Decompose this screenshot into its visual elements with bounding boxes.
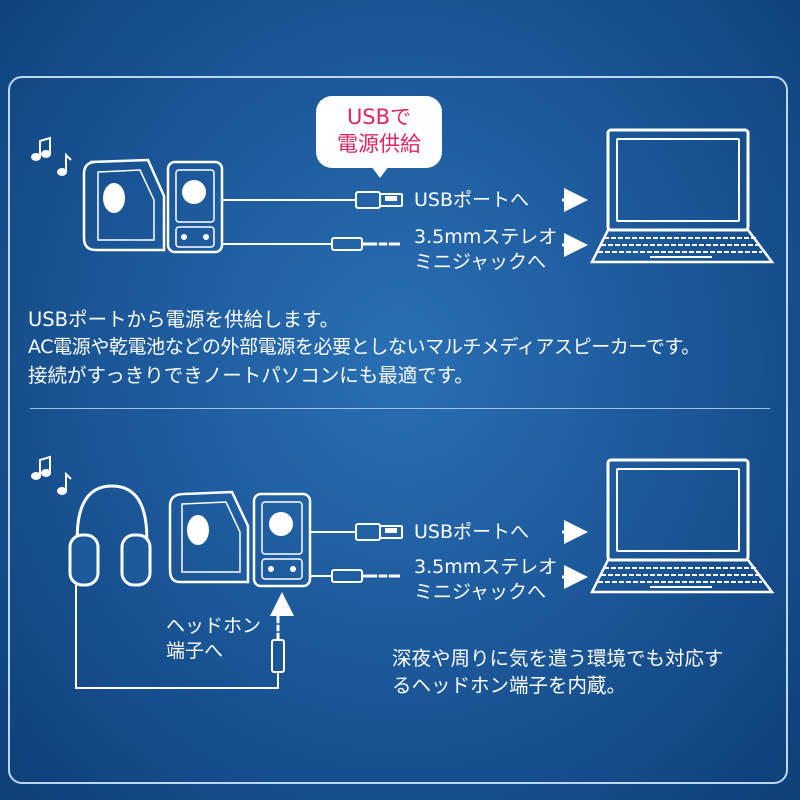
description-line: 接続がすっきりできノートパソコンにも最適です。 — [28, 364, 474, 387]
right-speaker-icon — [166, 160, 224, 254]
headphone-jack-label-line1: ヘッドホン — [166, 615, 262, 637]
description-line: るヘッドホン端子を内蔵。 — [392, 674, 627, 697]
section-divider — [30, 408, 770, 409]
audio-cable-bottom — [310, 569, 400, 583]
usb-cable-bottom — [310, 523, 403, 541]
usb-cable-top — [222, 191, 403, 209]
music-notes-icon — [31, 455, 72, 495]
headphone-plug-icon — [271, 616, 285, 673]
left-speaker-icon — [82, 158, 166, 252]
content-panel — [8, 76, 788, 784]
description-line: USBポートから電源を供給します。 — [28, 308, 340, 331]
description-line: AC電源や乾電池などの外部電源を必要としないマルチメディアスピーカーです。 — [28, 336, 700, 358]
laptop-icon — [589, 128, 775, 264]
right-speaker-icon — [252, 492, 312, 588]
bubble-text: USBで 電源供給 — [337, 105, 421, 156]
laptop-icon — [589, 458, 775, 594]
description-line: 深夜や周りに気を遣う環境でも対応す — [392, 647, 724, 670]
jack-label-line2: ミニジャックへ — [414, 581, 547, 603]
music-notes-icon — [31, 136, 72, 176]
usb-port-label: USBポートへ — [414, 521, 530, 543]
jack-label-line1: 3.5mmステレオ — [414, 226, 558, 248]
jack-label-line1: 3.5mmステレオ — [414, 556, 558, 578]
usb-power-bubble: USBで 電源供給 — [316, 96, 442, 178]
usb-port-label: USBポートへ — [414, 189, 530, 211]
audio-cable-top — [222, 237, 400, 251]
headphones-icon — [68, 484, 279, 689]
headphone-jack-label-line2: 端子へ — [166, 640, 224, 662]
jack-label-line2: ミニジャックへ — [414, 251, 547, 273]
bubble-tail — [371, 166, 389, 178]
left-speaker-icon — [168, 490, 250, 584]
